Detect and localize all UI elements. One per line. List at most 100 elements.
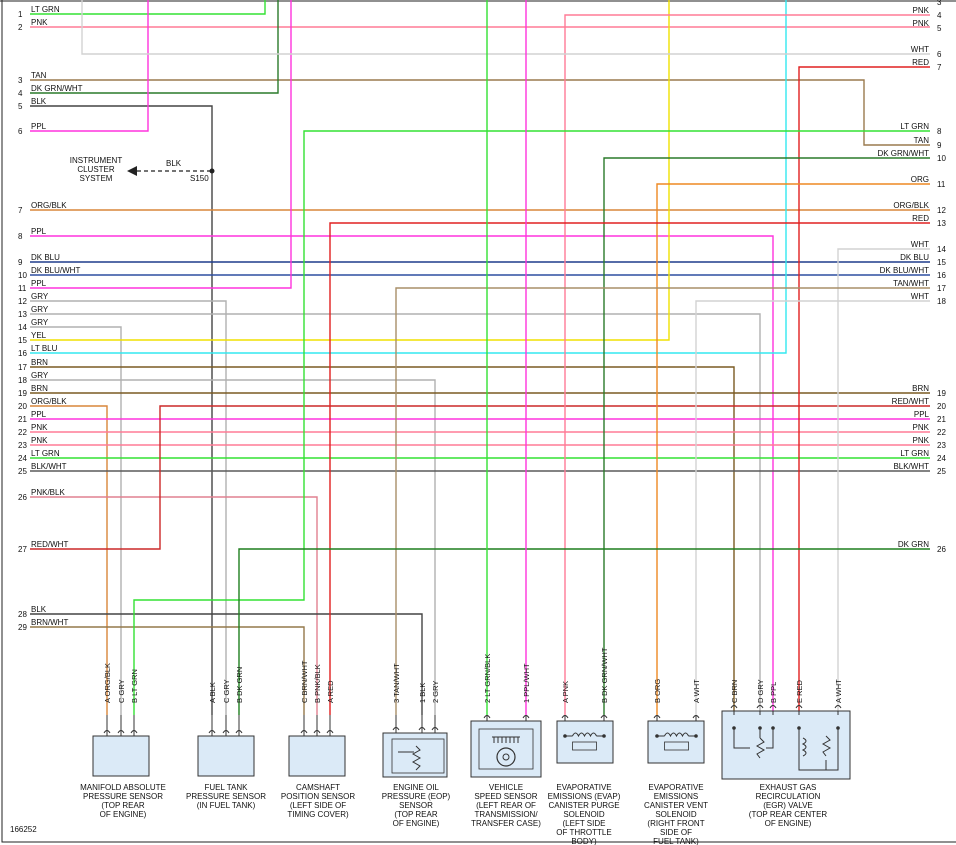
left-wire-color-label: BLK [31,605,47,614]
right-wire-number: 15 [937,258,946,267]
component-caption: CANISTER VENT [644,801,708,810]
pin-label: A WHT [692,679,701,703]
left-wire-color-label: BLK/WHT [31,462,67,471]
right-wire-number: 11 [937,180,946,189]
evap-purge-coil-icon [572,732,597,738]
instrument-cluster-label: SYSTEM [80,174,113,183]
left-wire-number: 25 [18,467,27,476]
wire-gry-18 [30,379,436,715]
right-wire-color-label: LT GRN [900,449,929,458]
pin-socket-icon [313,730,321,734]
instrument-cluster-wire-color: BLK [166,159,182,168]
junction-dot [602,734,606,738]
pin-label: C GRY [222,679,231,703]
pin-socket-icon [326,730,334,734]
component-caption: (LEFT SIDE OF [290,801,346,810]
left-wire-color-label: ORG/BLK [31,397,67,406]
pin-socket-icon [600,715,608,719]
wire-gry-13 [30,313,761,715]
wire-gry-12 [30,300,227,715]
right-wire-color-label: LT GRN [900,122,929,131]
component-caption: EMISSIONS (EVAP) [548,792,621,801]
left-wire-color-label: DK GRN/WHT [31,84,83,93]
component-caption: RECIRCULATION [756,792,821,801]
wire-brn-17 [30,366,735,715]
component-caption: SPEED SENSOR [474,792,537,801]
left-wire-color-label: BRN [31,384,48,393]
left-wire-color-label: LT GRN [31,5,60,14]
left-wire-color-label: TAN [31,71,47,80]
wire-blk-28 [30,613,423,715]
left-wire-color-label: PNK [31,423,48,432]
left-wire-color-label: PPL [31,122,47,131]
pin-label: E RED [795,679,804,703]
evap-vent-coil-icon [664,732,689,738]
component-box-vss [470,720,542,778]
left-wire-color-label: LT BLU [31,344,58,353]
right-wire-color-label: TAN/WHT [893,279,929,288]
right-wire-number: 19 [937,389,946,398]
wire-org-blk-20 [30,405,108,715]
component-caption: OF ENGINE) [765,819,812,828]
left-wire-color-label: BLK [31,97,47,106]
evap-vent-plunger-icon [664,741,689,751]
pin-socket-icon [117,730,125,734]
component-caption: (LEFT REAR OF [476,801,536,810]
pin-socket-icon [392,727,400,731]
component-box-map [92,735,150,777]
eop-inner-frame [391,738,445,774]
pin-label: A WHT [834,679,843,703]
left-wire-color-label: GRY [31,371,49,380]
component-caption: (TOP REAR [394,810,437,819]
right-wire-number: 9 [937,141,942,150]
component-caption: PRESSURE SENSOR [186,792,266,801]
left-wire-color-label: GRY [31,318,49,327]
wire-ppl-6 [30,0,149,132]
left-wire-number: 27 [18,545,27,554]
right-wire-number: 24 [937,454,946,463]
junction-dot [836,726,840,730]
right-wire-color-label: DK BLU/WHT [880,266,929,275]
pin-socket-icon [130,730,138,734]
right-wire-color-label: PNK [913,19,930,28]
pin-socket-icon [561,715,569,719]
left-wire-number: 23 [18,441,27,450]
left-wire-number: 26 [18,493,27,502]
pin-label: 2 GRY [431,681,440,703]
vss-inner-frame [478,728,534,770]
pin-socket-icon [692,715,700,719]
left-wire-color-label: ORG/BLK [31,201,67,210]
right-wire-color-label: PPL [914,410,930,419]
left-wire-color-label: PNK [31,436,48,445]
left-wire-number: 12 [18,297,27,306]
pin-socket-icon [222,730,230,734]
left-wire-color-label: PNK [31,18,48,27]
left-wire-number: 2 [18,23,23,32]
component-caption: BODY) [571,837,597,845]
figure-id: 166252 [10,825,37,834]
component-caption: EVAPORATIVE [648,783,703,792]
component-caption: (LEFT SIDE [563,819,606,828]
pin-socket-icon [300,730,308,734]
right-wire-color-label: ORG [911,175,929,184]
pin-label: A PNK [561,681,570,703]
wire-dk-grn-wht-r10 [603,157,930,715]
wire-yel-15 [30,0,670,341]
left-wire-number: 9 [18,258,23,267]
eop-resistor-icon [411,745,422,771]
pin-label: B DK GRN/WHT [600,647,609,703]
right-wire-color-label: RED [912,214,929,223]
component-caption: PRESSURE SENSOR [83,792,163,801]
left-wire-color-label: YEL [31,331,47,340]
right-wire-color-label: DK BLU [900,253,929,262]
component-box-egr [721,710,851,780]
right-wire-color-label: RED/WHT [892,397,929,406]
component-caption: (TOP REAR [101,801,144,810]
right-wire-color-label: BRN [912,384,929,393]
component-caption: CAMSHAFT [296,783,340,792]
right-wire-number: 23 [937,441,946,450]
left-wire-number: 4 [18,89,23,98]
right-wire-number: 8 [937,127,942,136]
